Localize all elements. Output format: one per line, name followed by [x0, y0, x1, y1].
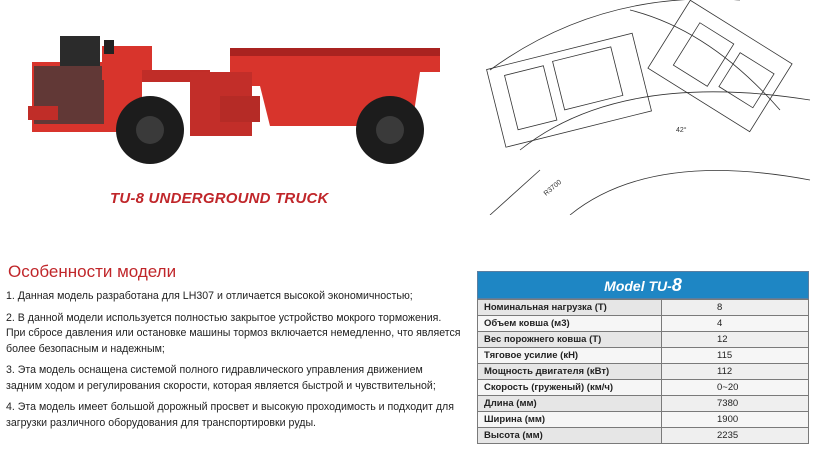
- spec-label: Объем ковша (м3): [477, 315, 662, 332]
- feature-item: 2. В данной модели используется полность…: [6, 311, 461, 355]
- feature-item: 4. Эта модель имеет большой дорожный про…: [6, 401, 454, 429]
- angle-label: 42°: [676, 126, 687, 134]
- spec-label: Ширина (мм): [477, 411, 662, 428]
- spec-table-panel: Model TU-8 Номинальная нагрузка (T)8 Объ…: [477, 271, 809, 444]
- spec-label: Вес порожнего ковша (T): [477, 331, 662, 348]
- model-label: Model TU-: [604, 278, 672, 294]
- spec-label: Мощность двигателя (кВт): [477, 363, 662, 380]
- spec-table: Номинальная нагрузка (T)8 Объем ковша (м…: [477, 299, 809, 444]
- spec-value: 0~20: [661, 379, 809, 396]
- spec-label: Скорость (груженый) (км/ч): [477, 379, 662, 396]
- table-row: Длина (мм)7380: [477, 395, 809, 412]
- model-number: 8: [671, 275, 682, 295]
- table-row: Мощность двигателя (кВт)112: [477, 363, 809, 380]
- feature-item: 3. Эта модель оснащена системой полного …: [6, 364, 436, 392]
- table-row: Ширина (мм)1900: [477, 411, 809, 428]
- spec-value: 1900: [661, 411, 809, 428]
- table-row: Тяговое усилие (кН)115: [477, 347, 809, 364]
- turning-plan-drawing: 42° R3700: [486, 0, 811, 215]
- features-title: Особенности модели: [8, 262, 177, 281]
- spec-label: Высота (мм): [477, 427, 662, 444]
- table-row: Вес порожнего ковша (T)12: [477, 331, 809, 348]
- features-list: 1. Данная модель разработана для LH307 и…: [6, 289, 461, 437]
- table-row: Высота (мм)2235: [477, 427, 809, 444]
- table-row: Скорость (груженый) (км/ч)0~20: [477, 379, 809, 396]
- radius-label: R3700: [543, 179, 563, 198]
- spec-label: Длина (мм): [477, 395, 662, 412]
- spec-value: 7380: [661, 395, 809, 412]
- spec-value: 112: [661, 363, 809, 380]
- table-row: Объем ковша (м3)4: [477, 315, 809, 332]
- table-row: Номинальная нагрузка (T)8: [477, 299, 809, 316]
- spec-label: Номинальная нагрузка (T): [477, 299, 662, 316]
- feature-item: 1. Данная модель разработана для LH307 и…: [6, 290, 413, 302]
- truck-title: TU-8 UNDERGROUND TRUCK: [110, 190, 329, 207]
- spec-value: 115: [661, 347, 809, 364]
- spec-value: 2235: [661, 427, 809, 444]
- spec-label: Тяговое усилие (кН): [477, 347, 662, 364]
- spec-value: 8: [661, 299, 809, 316]
- spec-table-header: Model TU-8: [477, 271, 809, 299]
- spec-value: 4: [661, 315, 809, 332]
- spec-value: 12: [661, 331, 809, 348]
- truck-image: [28, 36, 440, 164]
